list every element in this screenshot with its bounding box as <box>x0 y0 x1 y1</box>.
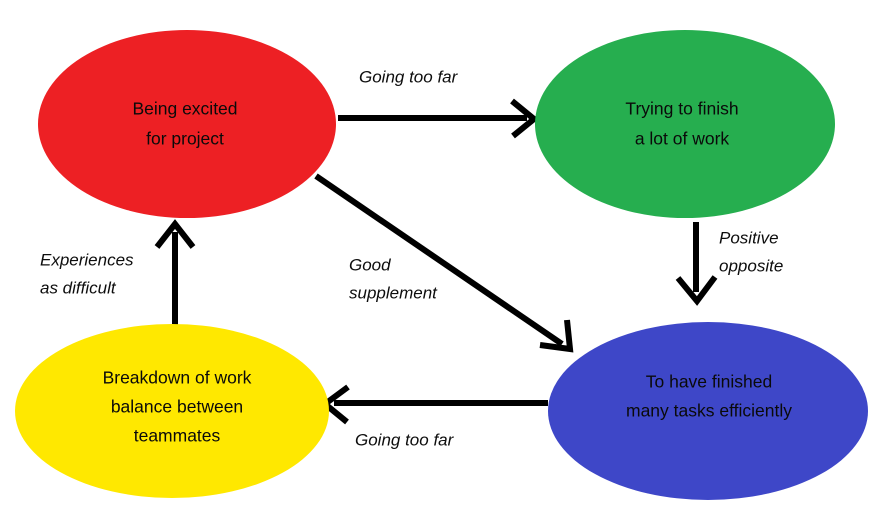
node-shape-green-ellipse <box>535 30 835 218</box>
edge-label-going-too-far-bottom: Going too far <box>355 430 455 449</box>
node-being-excited-for-project[interactable]: Being excited for project <box>38 30 336 218</box>
arrowhead-excited-to-finished <box>539 319 574 353</box>
edge-breakdown-to-excited[interactable]: Experiences as difficult <box>40 219 196 325</box>
arrowhead-trying-to-finished <box>675 275 718 306</box>
edge-trying-to-finished[interactable]: Positive opposite <box>675 222 783 306</box>
edge-label-opposite: opposite <box>719 256 783 275</box>
node-label-excited-line2: for project <box>146 129 224 149</box>
edge-label-as-difficult: as difficult <box>40 278 117 297</box>
node-label-trying-line1: Trying to finish <box>625 99 738 119</box>
node-label-breakdown-line1: Breakdown of work <box>103 368 252 388</box>
arrowhead-excited-to-trying <box>510 98 539 139</box>
arrowhead-breakdown-to-excited <box>154 219 196 249</box>
node-trying-to-finish-a-lot-of-work[interactable]: Trying to finish a lot of work <box>535 30 835 218</box>
edge-label-positive: Positive <box>719 228 779 247</box>
node-label-finished-line2: many tasks efficiently <box>626 401 792 421</box>
edge-label-going-too-far-top: Going too far <box>359 67 459 86</box>
edge-finished-to-breakdown[interactable]: Going too far <box>320 384 548 449</box>
node-label-excited-line1: Being excited <box>132 99 237 119</box>
edge-excited-to-finished[interactable]: Good supplement <box>314 173 574 353</box>
node-shape-red-ellipse <box>38 30 336 218</box>
edge-label-supplement: supplement <box>349 283 438 302</box>
edge-line-excited-to-finished <box>314 173 564 347</box>
node-shape-yellow-ellipse <box>15 324 329 498</box>
edge-label-good: Good <box>349 255 391 274</box>
edge-label-experiences: Experiences <box>40 250 134 269</box>
node-label-finished-line1: To have finished <box>646 372 772 392</box>
node-shape-blue-ellipse <box>548 322 868 500</box>
node-label-breakdown-line2: balance between <box>111 397 243 417</box>
node-breakdown-of-work-balance-between-teammates[interactable]: Breakdown of work balance between teamma… <box>15 324 329 498</box>
edge-excited-to-trying[interactable]: Going too far <box>338 67 539 139</box>
node-label-trying-line2: a lot of work <box>635 129 730 149</box>
node-to-have-finished-many-tasks-efficiently[interactable]: To have finished many tasks efficiently <box>548 322 868 500</box>
node-label-breakdown-line3: teammates <box>134 426 221 446</box>
